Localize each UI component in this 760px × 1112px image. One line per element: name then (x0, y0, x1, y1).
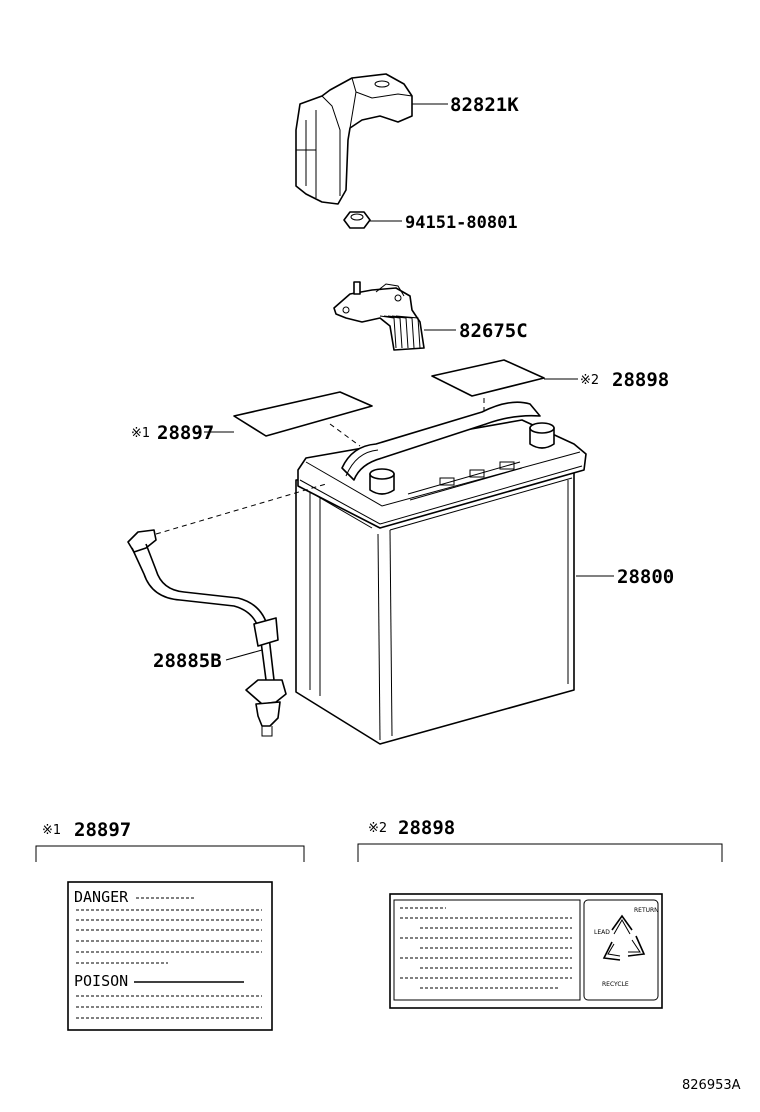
part-number-94151-80801[interactable]: 94151-80801 (405, 213, 518, 233)
part-number-28885b[interactable]: 28885B (153, 650, 222, 672)
poison-heading: POISON (74, 972, 128, 990)
recycle-left-text: LEAD (594, 929, 610, 936)
terminal-cover-part[interactable] (295, 73, 413, 205)
part-number-82675c[interactable]: 82675C (459, 320, 528, 342)
mark-2-ref: ※2 (580, 373, 599, 388)
detail-mark-2: ※2 (368, 821, 387, 836)
vent-hose-part[interactable] (127, 529, 287, 737)
recycle-top-text: RETURN (634, 907, 659, 914)
part-number-28898[interactable]: 28898 (612, 369, 669, 391)
mark-1-ref: ※1 (131, 426, 150, 441)
part-number-28800[interactable]: 28800 (617, 566, 674, 588)
detail-part-28897[interactable]: 28897 (74, 819, 131, 841)
battery-part[interactable] (295, 401, 587, 745)
nut-part[interactable] (343, 211, 371, 229)
label-28897-sheet[interactable] (233, 391, 373, 437)
part-number-82821k[interactable]: 82821K (450, 94, 519, 116)
illustration-id: 826953A (682, 1078, 741, 1093)
clamp-part[interactable] (333, 281, 425, 351)
recycle-symbol-icon (602, 914, 646, 961)
part-number-28897[interactable]: 28897 (157, 422, 214, 444)
danger-heading: DANGER (74, 888, 129, 906)
detail-mark-1: ※1 (42, 823, 61, 838)
danger-label-detail: DANGER POISON (67, 881, 273, 1031)
recycle-bottom-text: RECYCLE (602, 981, 629, 988)
recycle-label-detail: LEAD RETURN RECYCLE (389, 893, 663, 1009)
detail-part-28898[interactable]: 28898 (398, 817, 455, 839)
label-28898-sheet[interactable] (431, 359, 545, 397)
